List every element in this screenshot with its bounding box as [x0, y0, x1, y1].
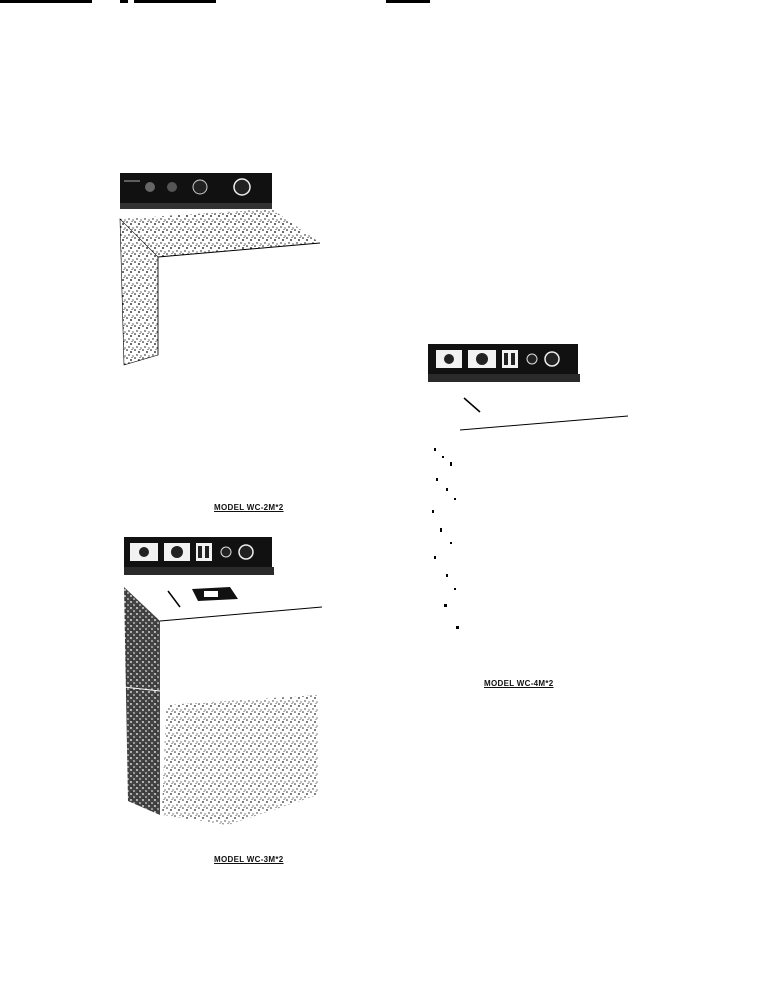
- caption-model-3: MODEL WC-4M*2: [484, 679, 554, 688]
- top-rule-3: [134, 0, 216, 3]
- washer-illustration-3: [428, 344, 629, 629]
- top-rule-1: [0, 0, 92, 3]
- washer-illustration-2: [123, 537, 323, 825]
- caption-model-2: MODEL WC-3M*2: [214, 855, 284, 864]
- caption-model-1: MODEL WC-2M*2: [214, 503, 284, 512]
- top-rule-2: [120, 0, 128, 3]
- washer-illustration-1: [119, 173, 321, 366]
- top-rule-4: [386, 0, 430, 3]
